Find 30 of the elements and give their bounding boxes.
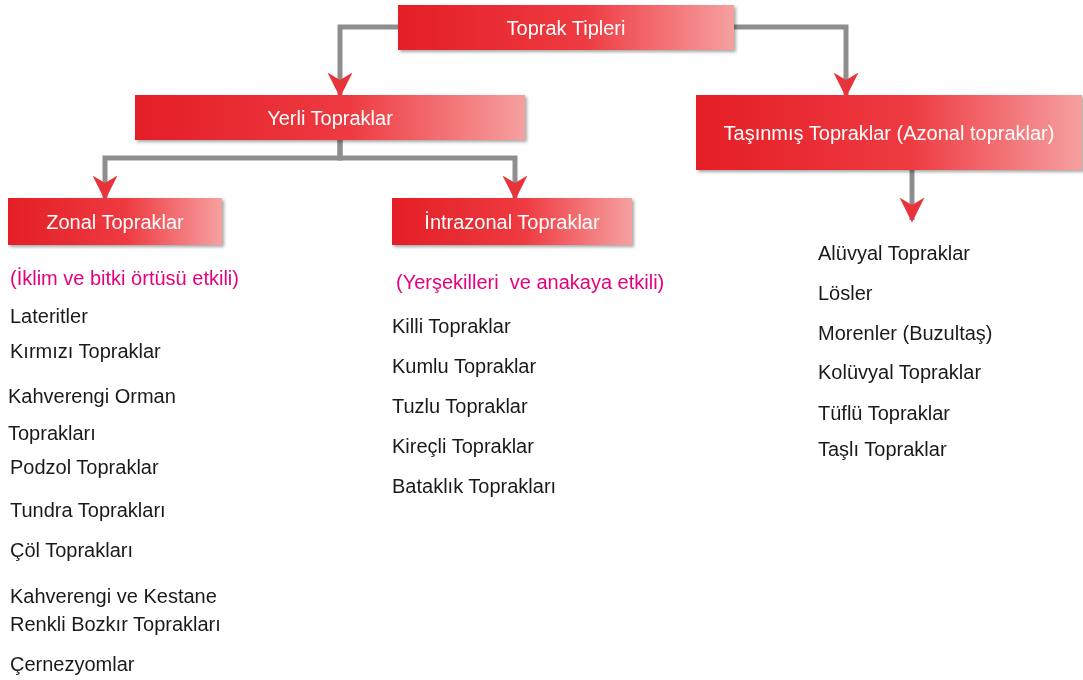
- soil-type-label: Tüflü Topraklar: [818, 401, 951, 426]
- category-box: Toprak Tipleri: [398, 5, 734, 50]
- arrow: [734, 24, 859, 98]
- category-box: Taşınmış Topraklar (Azonal topraklar): [696, 95, 1082, 170]
- soil-type-label: Alüvyal Topraklar: [818, 241, 971, 266]
- soil-type-label: Çernezyomlar: [10, 652, 136, 677]
- soil-type-label: Podzol Topraklar: [10, 455, 160, 480]
- category-box: Yerli Topraklar: [135, 95, 525, 140]
- node-caption: (Yerşekilleri ve anakaya etkili): [396, 270, 665, 295]
- category-box: İntrazonal Topraklar: [392, 198, 632, 245]
- soil-type-label: Çöl Toprakları: [10, 538, 135, 563]
- soil-type-label: Kırmızı Topraklar: [10, 339, 162, 364]
- soil-type-label: Kahverengi ve Kestane Renkli Bozkır Toprakları: [10, 584, 222, 637]
- soil-type-label: Tundra Toprakları: [10, 498, 167, 523]
- soil-type-label: Tuzlu Topraklar: [392, 394, 529, 419]
- arrow: [337, 140, 528, 201]
- soil-type-label: Morenler (Buzultaş): [818, 321, 994, 346]
- soil-type-label: Killi Topraklar: [392, 314, 512, 339]
- soil-type-label: Kireçli Topraklar: [392, 434, 535, 459]
- arrow: [899, 170, 925, 223]
- node-caption: (İklim ve bitki örtüsü etkili): [10, 266, 239, 291]
- category-box: Zonal Topraklar: [8, 198, 222, 245]
- soil-type-label: Taşlı Topraklar: [818, 437, 948, 462]
- soil-type-label: Lösler: [818, 281, 874, 306]
- soil-type-label: Lateritler: [10, 304, 89, 329]
- arrow: [327, 24, 398, 98]
- soil-type-label: Kumlu Topraklar: [392, 354, 538, 379]
- soil-type-label: Kolüvyal Topraklar: [818, 360, 983, 385]
- soil-type-label: Kahverengi Orman Toprakları: [8, 384, 177, 446]
- soil-type-label: Bataklık Toprakları: [392, 474, 558, 499]
